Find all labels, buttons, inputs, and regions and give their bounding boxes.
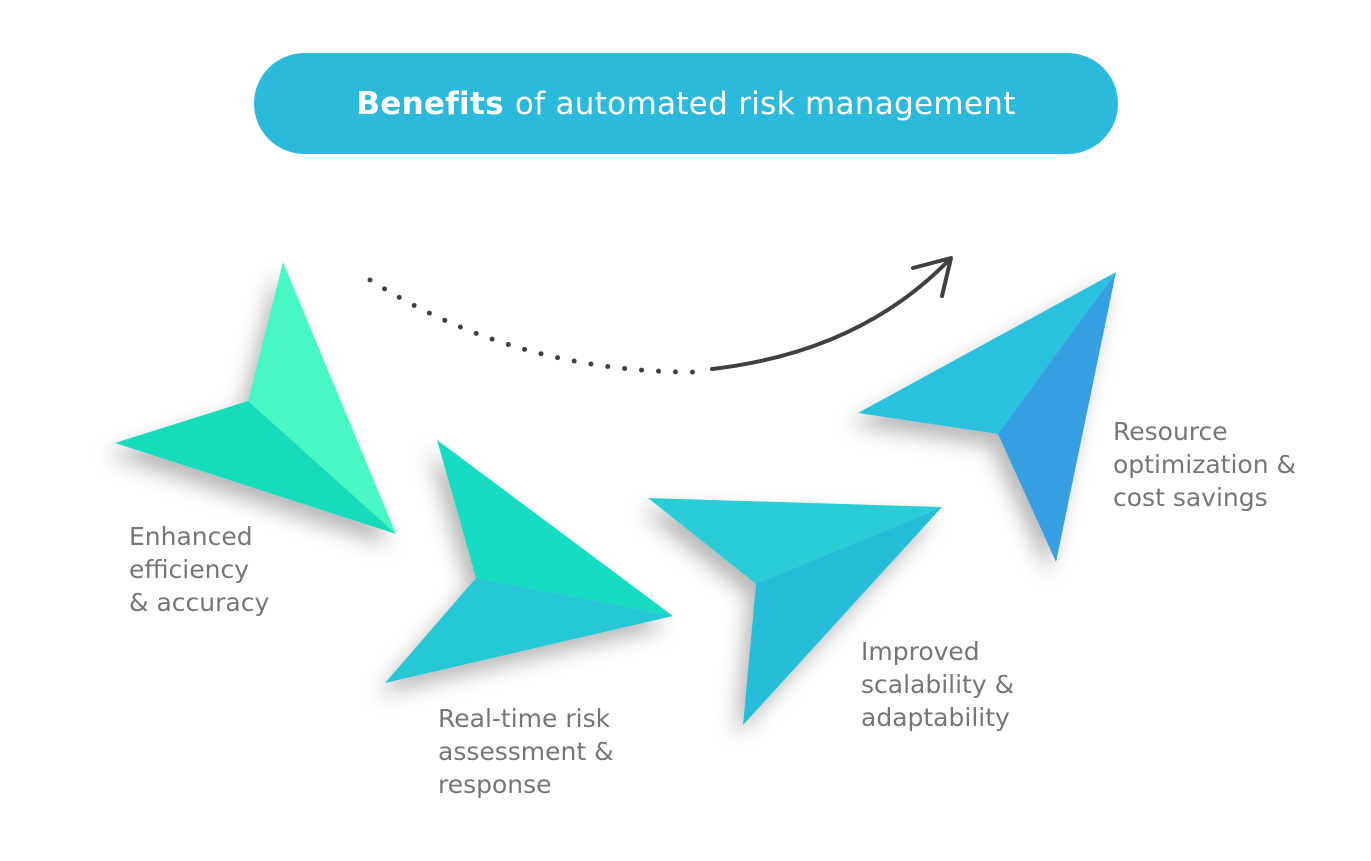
arrow-1-light-facet bbox=[248, 262, 396, 534]
paper-plane-arrow-icon bbox=[648, 498, 942, 725]
solid-curve bbox=[710, 257, 952, 371]
arrow-4-light-facet bbox=[858, 272, 1116, 434]
benefit-label-resources: Resource optimization & cost savings bbox=[1113, 417, 1296, 512]
arrow-2-light-facet bbox=[437, 440, 673, 616]
paper-plane-arrow-icon bbox=[858, 272, 1116, 562]
benefit-label-scalability: Improved scalability & adaptability bbox=[861, 637, 1015, 732]
arrow-1-dark-facet bbox=[115, 401, 396, 534]
arrow-2-dark-facet bbox=[385, 578, 673, 683]
benefit-label-real-time: Real-time risk assessment & response bbox=[438, 704, 614, 799]
dotted-curve bbox=[367, 277, 708, 375]
arrow-4-dark-facet bbox=[998, 272, 1116, 562]
progress-curve-arrow bbox=[367, 256, 953, 375]
title-text: of automated risk management bbox=[514, 85, 1016, 122]
arrow-3-light-facet bbox=[648, 498, 942, 584]
paper-plane-arrow-icon bbox=[115, 262, 396, 534]
title-emphasis: Benefits bbox=[356, 85, 504, 122]
arrow-3-dark-facet bbox=[743, 507, 942, 725]
paper-plane-arrow-icon bbox=[385, 440, 673, 683]
curve-arrowhead-icon bbox=[911, 256, 953, 298]
title-banner: Benefits of automated risk management bbox=[254, 53, 1118, 154]
benefit-label-efficiency: Enhanced efficiency & accuracy bbox=[129, 522, 270, 617]
